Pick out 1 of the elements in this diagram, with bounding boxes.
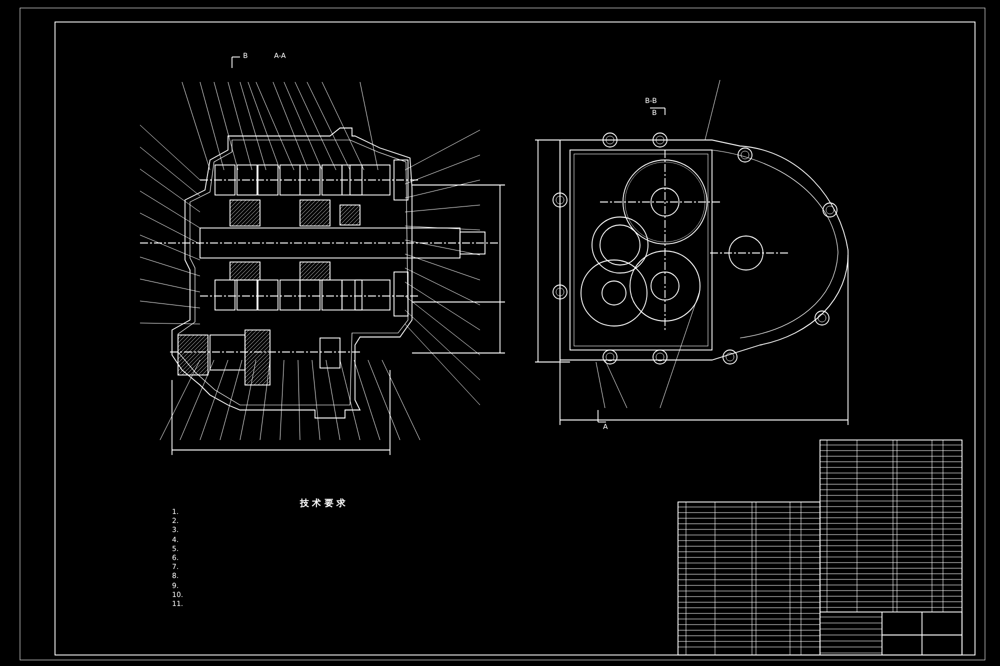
notes-heading: 技 术 要 求 bbox=[300, 500, 346, 509]
